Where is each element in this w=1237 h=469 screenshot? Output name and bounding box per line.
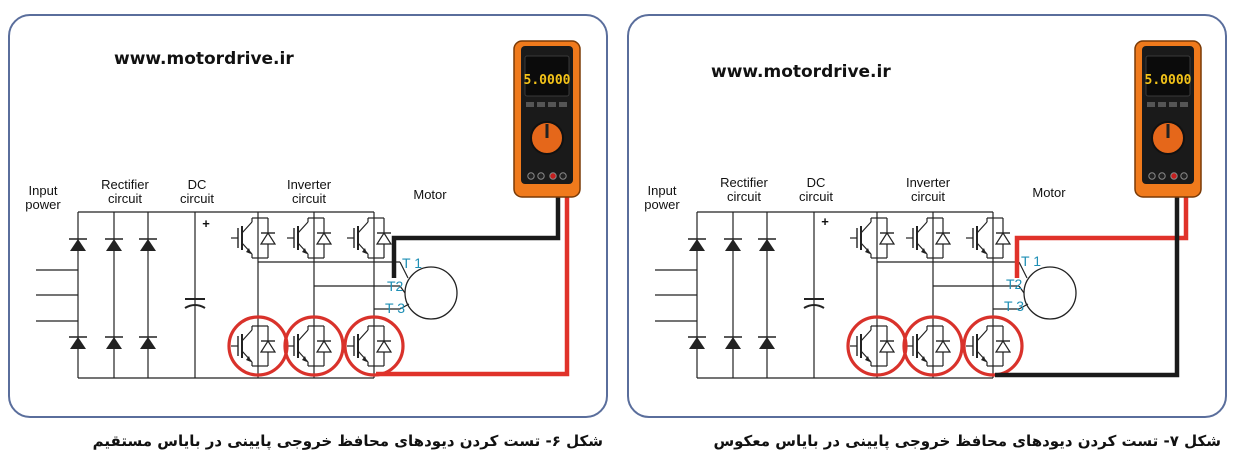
- highlight-circle: [283, 315, 345, 377]
- dc-plus-sign: +: [821, 214, 829, 229]
- circuit-wiring: [655, 186, 1189, 379]
- igbt-switch-symbol: [850, 217, 896, 259]
- diode-symbol: [105, 238, 123, 251]
- igbt-switch-symbol: [850, 325, 896, 367]
- diode-symbol: [688, 336, 706, 349]
- diode-symbol: [758, 336, 776, 349]
- diode-symbol: [724, 238, 742, 251]
- highlight-circle: [343, 315, 405, 377]
- terminal-t3-label: T 3: [385, 300, 405, 316]
- drive-circuit-diagram: [36, 188, 570, 379]
- diode-symbol: [69, 336, 87, 349]
- igbt-switch-symbol: [231, 325, 277, 367]
- black-probe-lead: [391, 188, 561, 278]
- highlight-circle: [962, 315, 1024, 377]
- dc-plus-sign: +: [202, 216, 210, 231]
- multimeter-body: 5.0000: [513, 40, 581, 198]
- motor-label: Motor: [1032, 185, 1066, 200]
- igbt-switch-symbol: [347, 217, 393, 259]
- red-probe-lead: [1014, 186, 1189, 278]
- igbt-switch-symbol: [287, 217, 333, 259]
- highlight-circle: [902, 315, 964, 377]
- meter-reading: 5.0000: [1145, 73, 1192, 88]
- motor-symbol: [1023, 266, 1077, 320]
- terminal-t1-label: T 1: [1021, 253, 1041, 269]
- figure-7-caption: شکل ۷- تست کردن دیودهای محافظ خروجی پایی…: [713, 432, 1221, 450]
- diode-symbol: [139, 238, 157, 251]
- multimeter-icon: 5.0000: [513, 40, 581, 198]
- igbt-switch-symbol: [287, 325, 333, 367]
- website-label: www.motordrive.ir: [711, 62, 891, 82]
- red-probe-lead: [376, 188, 570, 377]
- terminal-t2-label: T2: [1006, 276, 1023, 292]
- circuit-wiring: [36, 188, 570, 379]
- highlight-circle: [846, 315, 908, 377]
- figure-6-caption: شکل ۶- تست کردن دیودهای محافظ خروجی پایی…: [92, 432, 603, 450]
- igbt-switch-symbol: [906, 325, 952, 367]
- diode-symbol: [139, 336, 157, 349]
- website-label: www.motordrive.ir: [114, 49, 294, 69]
- meter-reading: 5.0000: [524, 73, 571, 88]
- multimeter-body: 5.0000: [1134, 40, 1202, 198]
- terminal-t3-label: T 3: [1004, 298, 1024, 314]
- diode-symbol: [69, 238, 87, 251]
- drive-circuit-diagram: [655, 186, 1189, 379]
- terminal-t2-label: T2: [387, 278, 404, 294]
- igbt-switch-symbol: [966, 217, 1012, 259]
- diode-symbol: [688, 238, 706, 251]
- diode-symbol: [105, 336, 123, 349]
- igbt-switch-symbol: [966, 325, 1012, 367]
- multimeter-icon: 5.0000: [1134, 40, 1202, 198]
- igbt-switch-symbol: [906, 217, 952, 259]
- igbt-switch-symbol: [231, 217, 277, 259]
- terminal-t1-label: T 1: [402, 255, 422, 271]
- black-probe-lead: [995, 186, 1180, 378]
- diode-symbol: [758, 238, 776, 251]
- motor-symbol: [404, 266, 458, 320]
- igbt-switch-symbol: [347, 325, 393, 367]
- diode-symbol: [724, 336, 742, 349]
- motor-label: Motor: [413, 187, 447, 202]
- highlight-circle: [227, 315, 289, 377]
